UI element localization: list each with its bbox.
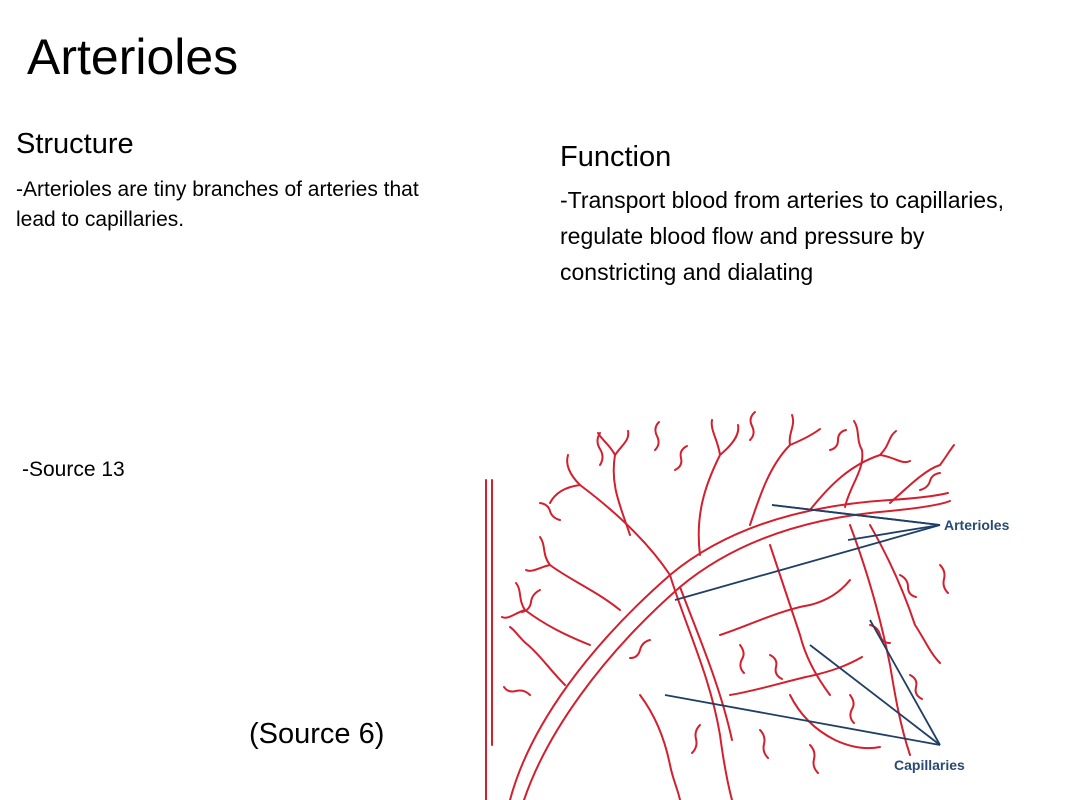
capillary — [919, 472, 941, 491]
branch — [889, 444, 955, 504]
arterioles-pointer-line — [847, 524, 941, 541]
branch — [789, 694, 881, 750]
branch — [669, 574, 733, 800]
branch — [729, 656, 863, 696]
branch — [849, 524, 911, 756]
capillary — [909, 674, 923, 700]
capillary — [869, 624, 891, 644]
structure-text: -Arterioles are tiny branches of arterie… — [16, 178, 419, 231]
arterioles-pointer-line — [771, 504, 941, 526]
branch — [869, 524, 941, 664]
capillary — [769, 654, 783, 680]
branch — [501, 582, 591, 646]
capillary — [691, 724, 701, 754]
capillary — [596, 432, 604, 466]
branch — [597, 430, 631, 536]
source-6-caption: (Source 6) — [249, 718, 385, 750]
capillary — [829, 429, 847, 451]
arterioles-pointer-line — [674, 524, 941, 601]
capillary — [759, 729, 769, 759]
capillary — [629, 639, 651, 659]
branch — [844, 420, 864, 508]
capillary — [674, 445, 688, 471]
source-13-caption: -Source 13 — [22, 458, 125, 481]
structure-heading: Structure — [16, 128, 134, 160]
branch — [509, 626, 566, 686]
capillaries-pointer-line — [869, 619, 941, 746]
branch — [549, 454, 581, 504]
capillary — [899, 574, 917, 598]
branch — [525, 536, 621, 611]
function-text: -Transport blood from arteries to capill… — [560, 187, 1004, 285]
branch — [809, 430, 911, 511]
capillary — [809, 744, 819, 774]
main-artery — [523, 500, 951, 800]
branch — [719, 579, 851, 636]
capillary — [654, 421, 660, 451]
capillaries-label: Capillaries — [894, 757, 965, 773]
main-artery — [509, 492, 949, 800]
branch — [749, 414, 821, 526]
capillary — [521, 589, 541, 613]
branch — [697, 419, 740, 556]
function-heading: Function — [560, 141, 672, 173]
slide-title: Arterioles — [27, 29, 239, 85]
capillary — [849, 694, 855, 724]
arterioles-label: Arterioles — [944, 517, 1010, 533]
branch — [639, 694, 681, 800]
arteriole-diagram: Arterioles Capillaries — [485, 411, 1010, 800]
capillary — [739, 644, 745, 674]
label-pointer-lines — [664, 504, 941, 746]
capillaries-pointer-line — [664, 694, 941, 746]
blood-vessel-network — [485, 411, 955, 800]
capillary — [939, 564, 949, 594]
capillary — [503, 686, 531, 696]
capillary — [749, 411, 756, 441]
branch — [679, 586, 733, 741]
branch — [579, 484, 671, 576]
capillaries-pointer-line — [809, 644, 941, 746]
capillary — [539, 502, 561, 521]
